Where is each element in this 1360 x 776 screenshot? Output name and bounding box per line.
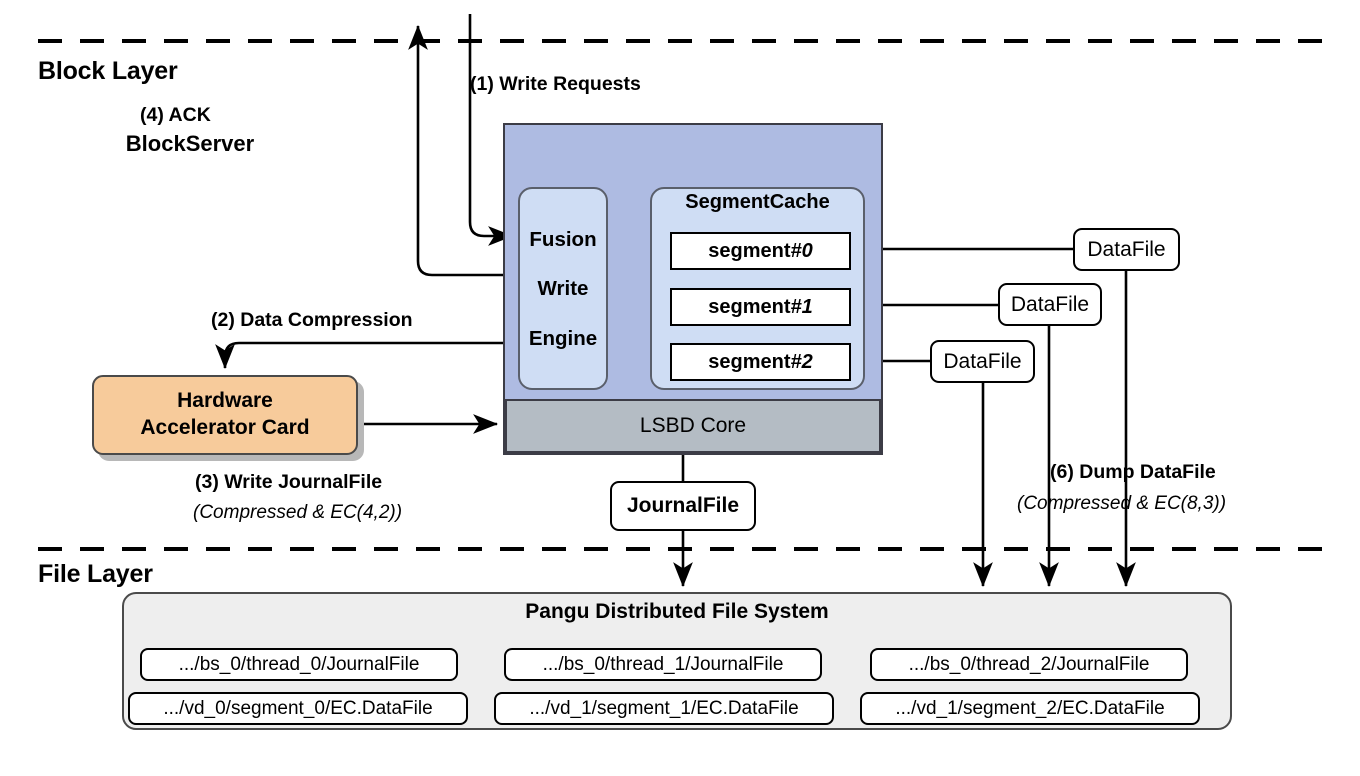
step-4-label: (4) ACK — [140, 104, 211, 126]
fwe-line-1: Fusion — [529, 227, 597, 251]
hac-line-1: Hardware — [177, 389, 273, 413]
segment-2-prefix: segment — [708, 350, 791, 373]
lsbd-core-box[interactable]: LSBD Core — [505, 399, 881, 453]
journal-path-2[interactable]: .../bs_0/thread_2/JournalFile — [870, 648, 1188, 681]
block-layer-title: Block Layer — [38, 57, 178, 85]
data-path-2[interactable]: .../vd_1/segment_2/EC.DataFile — [860, 692, 1200, 725]
blockserver-title: BlockServer — [125, 131, 255, 156]
segment-2-box[interactable]: segment #2 — [670, 343, 851, 381]
journal-file-box[interactable]: JournalFile — [610, 481, 756, 531]
segment-cache-title: SegmentCache — [685, 191, 830, 213]
step-6-sublabel: (Compressed & EC(8,3)) — [1017, 493, 1227, 514]
data-file-box-2[interactable]: DataFile — [930, 340, 1035, 383]
journal-path-1[interactable]: .../bs_0/thread_1/JournalFile — [504, 648, 822, 681]
segment-2-number: #2 — [790, 350, 813, 373]
fusion-write-engine-box[interactable] — [518, 187, 608, 390]
journal-path-0[interactable]: .../bs_0/thread_0/JournalFile — [140, 648, 458, 681]
step-3-sublabel: (Compressed & EC(4,2)) — [193, 502, 403, 523]
segment-0-box[interactable]: segment #0 — [670, 232, 851, 270]
data-path-0[interactable]: .../vd_0/segment_0/EC.DataFile — [128, 692, 468, 725]
step-6-label: (6) Dump DataFile — [1050, 461, 1216, 483]
segment-1-prefix: segment — [708, 295, 791, 318]
fwe-line-2: Write — [537, 277, 589, 301]
fusion-write-engine-labels: Fusion Write Engine — [518, 187, 608, 390]
segment-1-number: #1 — [790, 295, 813, 318]
step-2-label: (2) Data Compression — [211, 309, 413, 331]
hac-line-2: Accelerator Card — [140, 416, 310, 439]
pangu-title: Pangu Distributed File System — [525, 600, 829, 623]
data-path-1[interactable]: .../vd_1/segment_1/EC.DataFile — [494, 692, 834, 725]
segment-0-prefix: segment — [708, 239, 791, 262]
segment-1-box[interactable]: segment #1 — [670, 288, 851, 326]
hardware-accelerator-card[interactable]: Hardware Accelerator Card — [92, 375, 358, 455]
data-file-box-1[interactable]: DataFile — [998, 283, 1102, 326]
fwe-line-3: Engine — [528, 327, 598, 351]
step-1-label: (1) Write Requests — [470, 73, 641, 95]
file-layer-title: File Layer — [38, 560, 153, 588]
segment-0-number: #0 — [790, 239, 813, 262]
data-file-box-0[interactable]: DataFile — [1073, 228, 1180, 271]
step-3-label: (3) Write JournalFile — [195, 471, 383, 493]
